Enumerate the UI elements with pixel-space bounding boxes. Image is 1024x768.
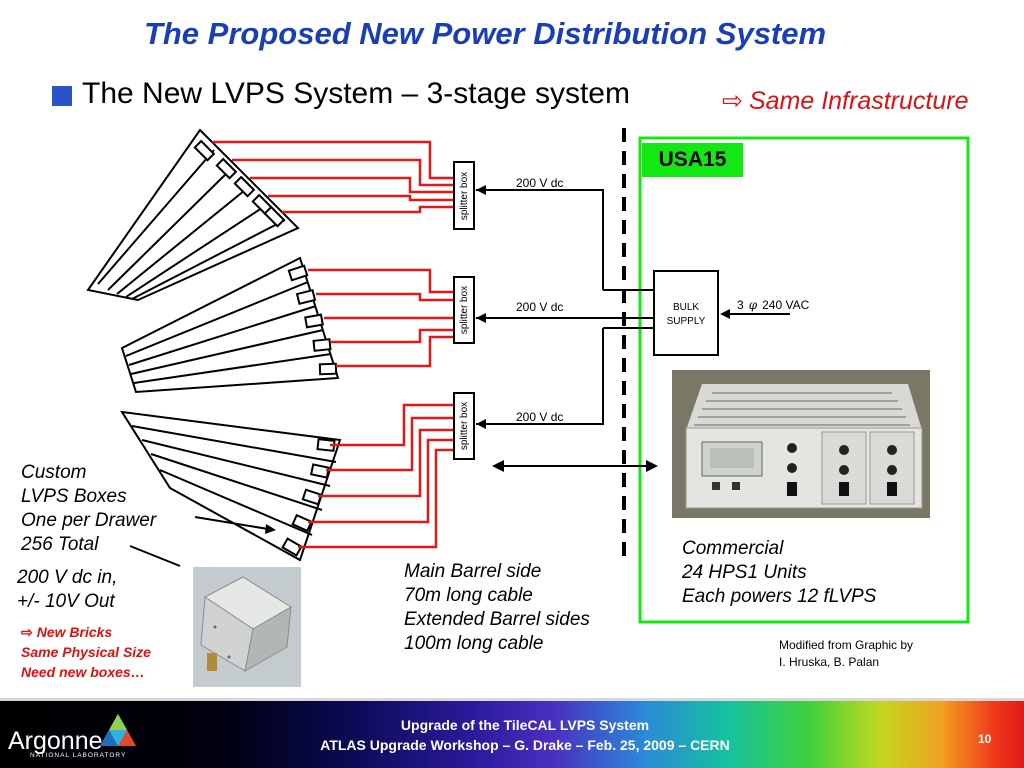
dc-feeds (476, 189, 654, 425)
argonne-logo-icon (100, 714, 136, 746)
custom-lvps-label: Custom LVPS Boxes One per Drawer 256 Tot… (21, 461, 156, 557)
feed-arrowheads (476, 185, 486, 429)
footer-line2: ATLAS Upgrade Workshop – G. Drake – Feb.… (320, 737, 730, 753)
subtitle: The New LVPS System – 3-stage system (82, 77, 630, 110)
same-infrastructure-note: ⇨Same Infrastructure (722, 86, 968, 116)
same-infrastructure-text: Same Infrastructure (748, 87, 969, 115)
bulk-supply-line2: SUPPLY (667, 316, 706, 327)
sector-bottom (120, 410, 342, 562)
footer-rule (0, 698, 1024, 701)
new-bricks-line2: Same Physical Size (21, 644, 151, 660)
commercial-line1: Commercial (682, 538, 784, 559)
pointer-line-brick (129, 545, 181, 567)
footer-line1: Upgrade of the TileCAL LVPS System (400, 717, 650, 733)
custom-lvps-line2: LVPS Boxes (21, 486, 127, 507)
splitter-label: splitter box (459, 402, 470, 450)
pointer-arrowhead (265, 524, 276, 534)
custom-lvps-line1: Custom (21, 462, 87, 483)
splitter-box-middle: splitter box (453, 276, 475, 344)
arrowhead-right-icon (646, 460, 658, 472)
argonne-logo-text: Argonne (8, 727, 103, 755)
cable-info-line1: Main Barrel side (404, 561, 542, 582)
cable-voltage-label: 200 V dc (516, 300, 563, 314)
sector-top (86, 128, 300, 302)
graphic-credit: Modified from Graphic by I. Hruska, B. P… (779, 637, 913, 671)
vdc-io-line2: +/- 10V Out (17, 591, 115, 612)
cable-voltage-label: 200 V dc (516, 176, 563, 190)
commercial-line3: Each powers 12 fLVPS (682, 586, 877, 607)
arrowhead-left-icon (492, 460, 504, 472)
splitter-box-top: splitter box (453, 161, 475, 230)
cable-info-line4: 100m long cable (404, 633, 544, 654)
page-title: The Proposed New Power Distribution Syst… (143, 16, 827, 51)
arrow-right-icon: ⇨ (722, 87, 743, 115)
new-bricks-note: ⇨New Bricks Same Physical Size Need new … (21, 622, 151, 682)
usa15-label: USA15 (642, 143, 743, 177)
custom-lvps-line4: 256 Total (21, 534, 99, 555)
vdc-io-line1: 200 V dc in, (17, 567, 118, 588)
cable-info-label: Main Barrel side 70m long cable Extended… (404, 560, 590, 656)
commercial-label: Commercial 24 HPS1 Units Each powers 12 … (682, 537, 876, 609)
arrow-right-icon: ⇨ (21, 624, 33, 640)
footer-bar (0, 701, 1024, 768)
bulk-supply-box: BULK SUPPLY (653, 270, 719, 356)
pointer-line-drawer (194, 516, 269, 530)
credit-line1: Modified from Graphic by (779, 638, 914, 652)
phi-symbol: φ (749, 298, 758, 312)
cable-info-line3: Extended Barrel sides (404, 609, 590, 630)
wires-bottom (298, 403, 454, 549)
hps1-unit-photo (672, 370, 930, 518)
new-bricks-line1: New Bricks (36, 624, 113, 640)
brick-box-photo (193, 567, 301, 687)
wires-middle (308, 268, 454, 368)
sector-middle (120, 256, 340, 394)
power-distribution-diagram: splitter box splitter box splitter box 2… (86, 128, 970, 624)
argonne-logo-subtext: NATIONAL LABORATORY (30, 752, 127, 759)
page-number: 10 (978, 732, 992, 746)
ac-input-arrowhead (720, 309, 730, 319)
new-bricks-line3: Need new boxes… (21, 664, 145, 680)
splitter-box-bottom: splitter box (453, 392, 475, 460)
wires-top (212, 140, 454, 214)
credit-line2: I. Hruska, B. Palan (779, 655, 880, 669)
bullet-square-icon (52, 86, 72, 106)
usa15-boundary (638, 136, 970, 624)
commercial-line2: 24 HPS1 Units (682, 562, 807, 583)
splitter-label: splitter box (459, 172, 470, 220)
custom-lvps-line3: One per Drawer (21, 510, 157, 531)
cable-voltage-label: 200 V dc (516, 410, 563, 424)
vac-value: 240 VAC (762, 298, 809, 312)
footer-caption: Upgrade of the TileCAL LVPS System ATLAS… (230, 715, 820, 755)
vdc-io-label: 200 V dc in, +/- 10V Out (17, 566, 117, 614)
vac-phase: 3 (737, 298, 744, 312)
splitter-label: splitter box (459, 286, 470, 334)
cable-info-line2: 70m long cable (404, 585, 533, 606)
bulk-supply-line1: BULK (673, 302, 699, 313)
